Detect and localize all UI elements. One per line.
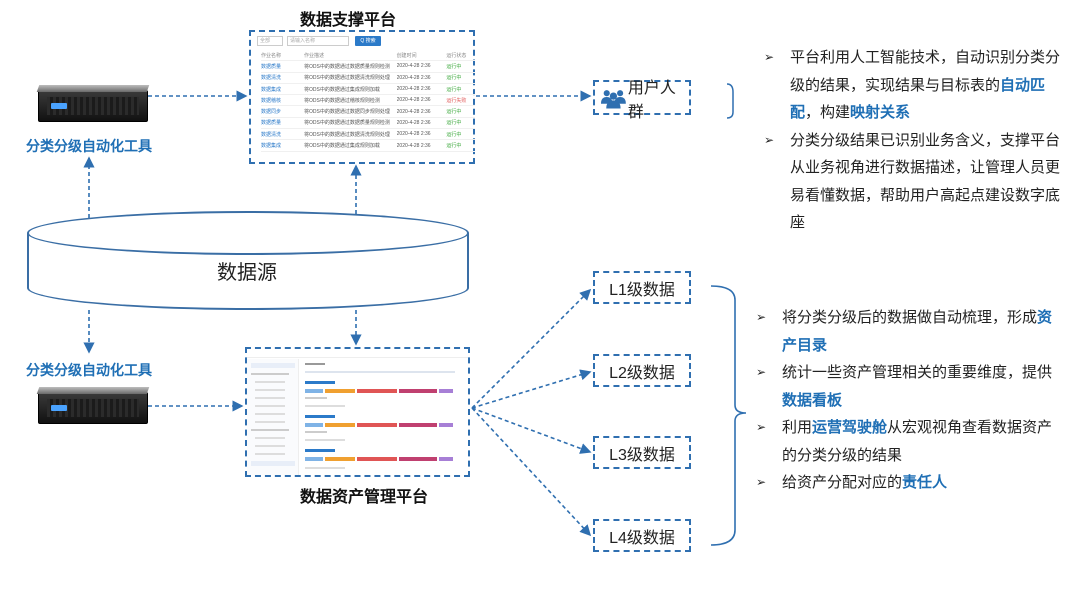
mini-sidebar bbox=[247, 359, 299, 475]
data-source-cylinder-bottom bbox=[27, 266, 469, 310]
job-created-time: 2020-4-28 2:36 bbox=[396, 108, 431, 115]
job-status: 运行失败 bbox=[446, 97, 467, 104]
mini-content bbox=[305, 363, 465, 473]
table-row: 数据清洗 将ODS中的数据通过数据清洗规则处理 2020-4-28 2:36 运行中 bbox=[261, 73, 475, 84]
job-description: 将ODS中的数据通过集成规则加载 bbox=[303, 143, 380, 150]
arrow-bullet-icon: ➢ bbox=[756, 475, 767, 489]
job-name-link[interactable]: 数据质量 bbox=[261, 120, 282, 127]
job-created-time: 2020-4-28 2:36 bbox=[396, 131, 431, 138]
job-description: 将ODS中的数据通过数据清洗规则处理 bbox=[303, 131, 390, 138]
server-icon bbox=[36, 85, 150, 122]
job-status: 运行中 bbox=[446, 75, 462, 82]
job-name-link[interactable]: 数据稽核 bbox=[261, 97, 282, 104]
search-button[interactable]: Q 搜索 bbox=[355, 36, 381, 46]
bullet-text: 从宏观视角查看数据资产的分类分级的结果 bbox=[782, 419, 1053, 464]
job-description: 将ODS中的数据通过数据清洗规则处理 bbox=[303, 75, 390, 82]
user-group-box: 用户人群 bbox=[593, 80, 691, 121]
arrow-bullet-icon: ➢ bbox=[756, 365, 767, 379]
job-status: 运行中 bbox=[446, 131, 462, 138]
bullet-item: ➢ 分类分级结果已识别业务含义，支撑平台从业务视角进行数据描述，让管理人员更易看… bbox=[764, 127, 1064, 237]
job-description: 将ODS中的数据通过数据同步规则处理 bbox=[303, 109, 390, 116]
job-created-time: 2020-4-28 2:36 bbox=[396, 119, 431, 126]
bottom-tool-label: 分类分级自动化工具 bbox=[26, 362, 152, 378]
bullet-item: ➢ 统计一些资产管理相关的重要维度，提供数据看板 bbox=[756, 359, 1064, 414]
table-row: 数据集成 将ODS中的数据通过集成规则加载 2020-4-28 2:36 运行中 bbox=[261, 84, 475, 96]
top-bullet-list: ➢ 平台利用人工智能技术，自动识别分类分级的结果，实现结果与目标表的自动匹配，构… bbox=[764, 44, 1064, 237]
job-created-time: 2020-4-28 2:36 bbox=[396, 97, 431, 104]
bullet-item: ➢ 给资产分配对应的责任人 bbox=[756, 469, 1064, 497]
table-row: 数据质量 将ODS中的数据通过数据质量规则检测 2020-4-28 2:36 运行中 bbox=[261, 61, 475, 73]
job-description: 将ODS中的数据通过数据质量规则检测 bbox=[303, 120, 390, 127]
level-2-box: L2级数据 bbox=[593, 354, 691, 387]
bullet-text: ，构建 bbox=[805, 104, 851, 121]
arrow-bullet-icon: ➢ bbox=[756, 310, 767, 324]
job-status: 运行中 bbox=[446, 63, 462, 70]
bullet-item: ➢ 平台利用人工智能技术，自动识别分类分级的结果，实现结果与目标表的自动匹配，构… bbox=[764, 44, 1064, 127]
data-source-cylinder-top bbox=[27, 211, 469, 255]
data-support-platform-panel: 全部 请输入名称 Q 搜索 作业名称 作业描述 创建时间 运行状态 数据质量将O… bbox=[249, 30, 475, 164]
job-description: 将ODS中的数据通过数据质量规则检测 bbox=[303, 63, 390, 70]
jobs-table: 作业名称 作业描述 创建时间 运行状态 数据质量将ODS中的数据通过数据质量规则… bbox=[261, 50, 475, 152]
bullet-text: 平台利用人工智能技术，自动识别分类分级的结果，实现结果与目标表的 bbox=[790, 49, 1061, 94]
arrow-bullet-icon: ➢ bbox=[764, 50, 775, 64]
search-input[interactable]: 请输入名称 bbox=[287, 36, 349, 46]
highlight-text: 运营驾驶舱 bbox=[812, 419, 888, 436]
bottom-platform-title: 数据资产管理平台 bbox=[300, 489, 429, 506]
job-name-link[interactable]: 数据同步 bbox=[261, 109, 282, 116]
asset-management-platform-panel bbox=[245, 347, 470, 477]
arrow-bullet-icon: ➢ bbox=[756, 420, 767, 434]
table-row: 数据清洗 将ODS中的数据通过数据清洗规则处理 2020-4-28 2:36 运行中 bbox=[261, 129, 475, 141]
bullet-text: 分类分级结果已识别业务含义，支撑平台从业务视角进行数据描述，让管理人员更易看懂数… bbox=[790, 131, 1061, 232]
job-status: 运行中 bbox=[446, 86, 462, 93]
job-name-link[interactable]: 数据质量 bbox=[261, 63, 282, 70]
user-group-label: 用户人群 bbox=[627, 79, 676, 121]
job-created-time: 2020-4-28 2:36 bbox=[396, 86, 431, 93]
col-header: 运行状态 bbox=[446, 52, 467, 59]
level-3-box: L3级数据 bbox=[593, 436, 691, 469]
job-created-time: 2020-4-28 2:36 bbox=[396, 142, 431, 149]
highlight-text: 数据看板 bbox=[782, 391, 843, 409]
table-row: 数据集成 将ODS中的数据通过集成规则加载 2020-4-28 2:36 运行中 bbox=[261, 140, 475, 152]
job-name-link[interactable]: 数据清洗 bbox=[261, 131, 282, 138]
highlight-text: 资产目录 bbox=[782, 309, 1053, 354]
top-tool-label: 分类分级自动化工具 bbox=[26, 138, 152, 154]
col-header: 创建时间 bbox=[396, 52, 417, 59]
job-description: 将ODS中的数据通过稽核规则检测 bbox=[303, 97, 380, 104]
job-status: 运行中 bbox=[446, 120, 462, 127]
table-row: 数据同步 将ODS中的数据通过数据同步规则处理 2020-4-28 2:36 运行中 bbox=[261, 106, 475, 118]
highlight-text: 自动匹配 bbox=[790, 76, 1046, 122]
job-status: 运行中 bbox=[446, 143, 462, 150]
col-header: 作业描述 bbox=[303, 52, 324, 59]
level-1-box: L1级数据 bbox=[593, 271, 691, 304]
top-platform-title: 数据支撑平台 bbox=[300, 12, 397, 29]
job-created-time: 2020-4-28 2:36 bbox=[396, 74, 431, 81]
job-created-time: 2020-4-28 2:36 bbox=[396, 63, 431, 70]
bullet-text: 利用 bbox=[782, 419, 813, 436]
table-row: 数据质量 将ODS中的数据通过数据质量规则检测 2020-4-28 2:36 运行中 bbox=[261, 118, 475, 130]
col-header: 作业名称 bbox=[261, 52, 282, 59]
job-status: 运行中 bbox=[446, 109, 462, 116]
highlight-text: 责任人 bbox=[902, 474, 948, 491]
bottom-bullet-list: ➢ 将分类分级后的数据做自动梳理，形成资产目录 ➢ 统计一些资产管理相关的重要维… bbox=[756, 304, 1064, 497]
job-description: 将ODS中的数据通过集成规则加载 bbox=[303, 86, 380, 93]
table-row: 数据稽核 将ODS中的数据通过稽核规则检测 2020-4-28 2:36 运行失败 bbox=[261, 95, 475, 107]
bullet-text: 将分类分级后的数据做自动梳理，形成 bbox=[782, 309, 1038, 326]
users-icon bbox=[601, 89, 626, 109]
bullet-text: 给资产分配对应的 bbox=[782, 474, 903, 491]
filter-select[interactable]: 全部 bbox=[257, 36, 283, 46]
job-name-link[interactable]: 数据集成 bbox=[261, 86, 282, 93]
bullet-item: ➢ 将分类分级后的数据做自动梳理，形成资产目录 bbox=[756, 304, 1064, 359]
bullet-text: 统计一些资产管理相关的重要维度，提供 bbox=[782, 364, 1053, 381]
table-header: 作业名称 作业描述 创建时间 运行状态 bbox=[261, 50, 475, 62]
job-name-link[interactable]: 数据清洗 bbox=[261, 75, 282, 82]
arrow-bullet-icon: ➢ bbox=[764, 132, 775, 147]
highlight-text: 映射关系 bbox=[850, 104, 911, 121]
mini-topbar bbox=[247, 349, 468, 358]
level-4-box: L4级数据 bbox=[593, 519, 691, 552]
server-icon bbox=[36, 387, 150, 424]
bullet-item: ➢ 利用运营驾驶舱从宏观视角查看数据资产的分类分级的结果 bbox=[756, 414, 1064, 469]
job-name-link[interactable]: 数据集成 bbox=[261, 143, 282, 150]
data-source-label: 数据源 bbox=[217, 262, 277, 284]
